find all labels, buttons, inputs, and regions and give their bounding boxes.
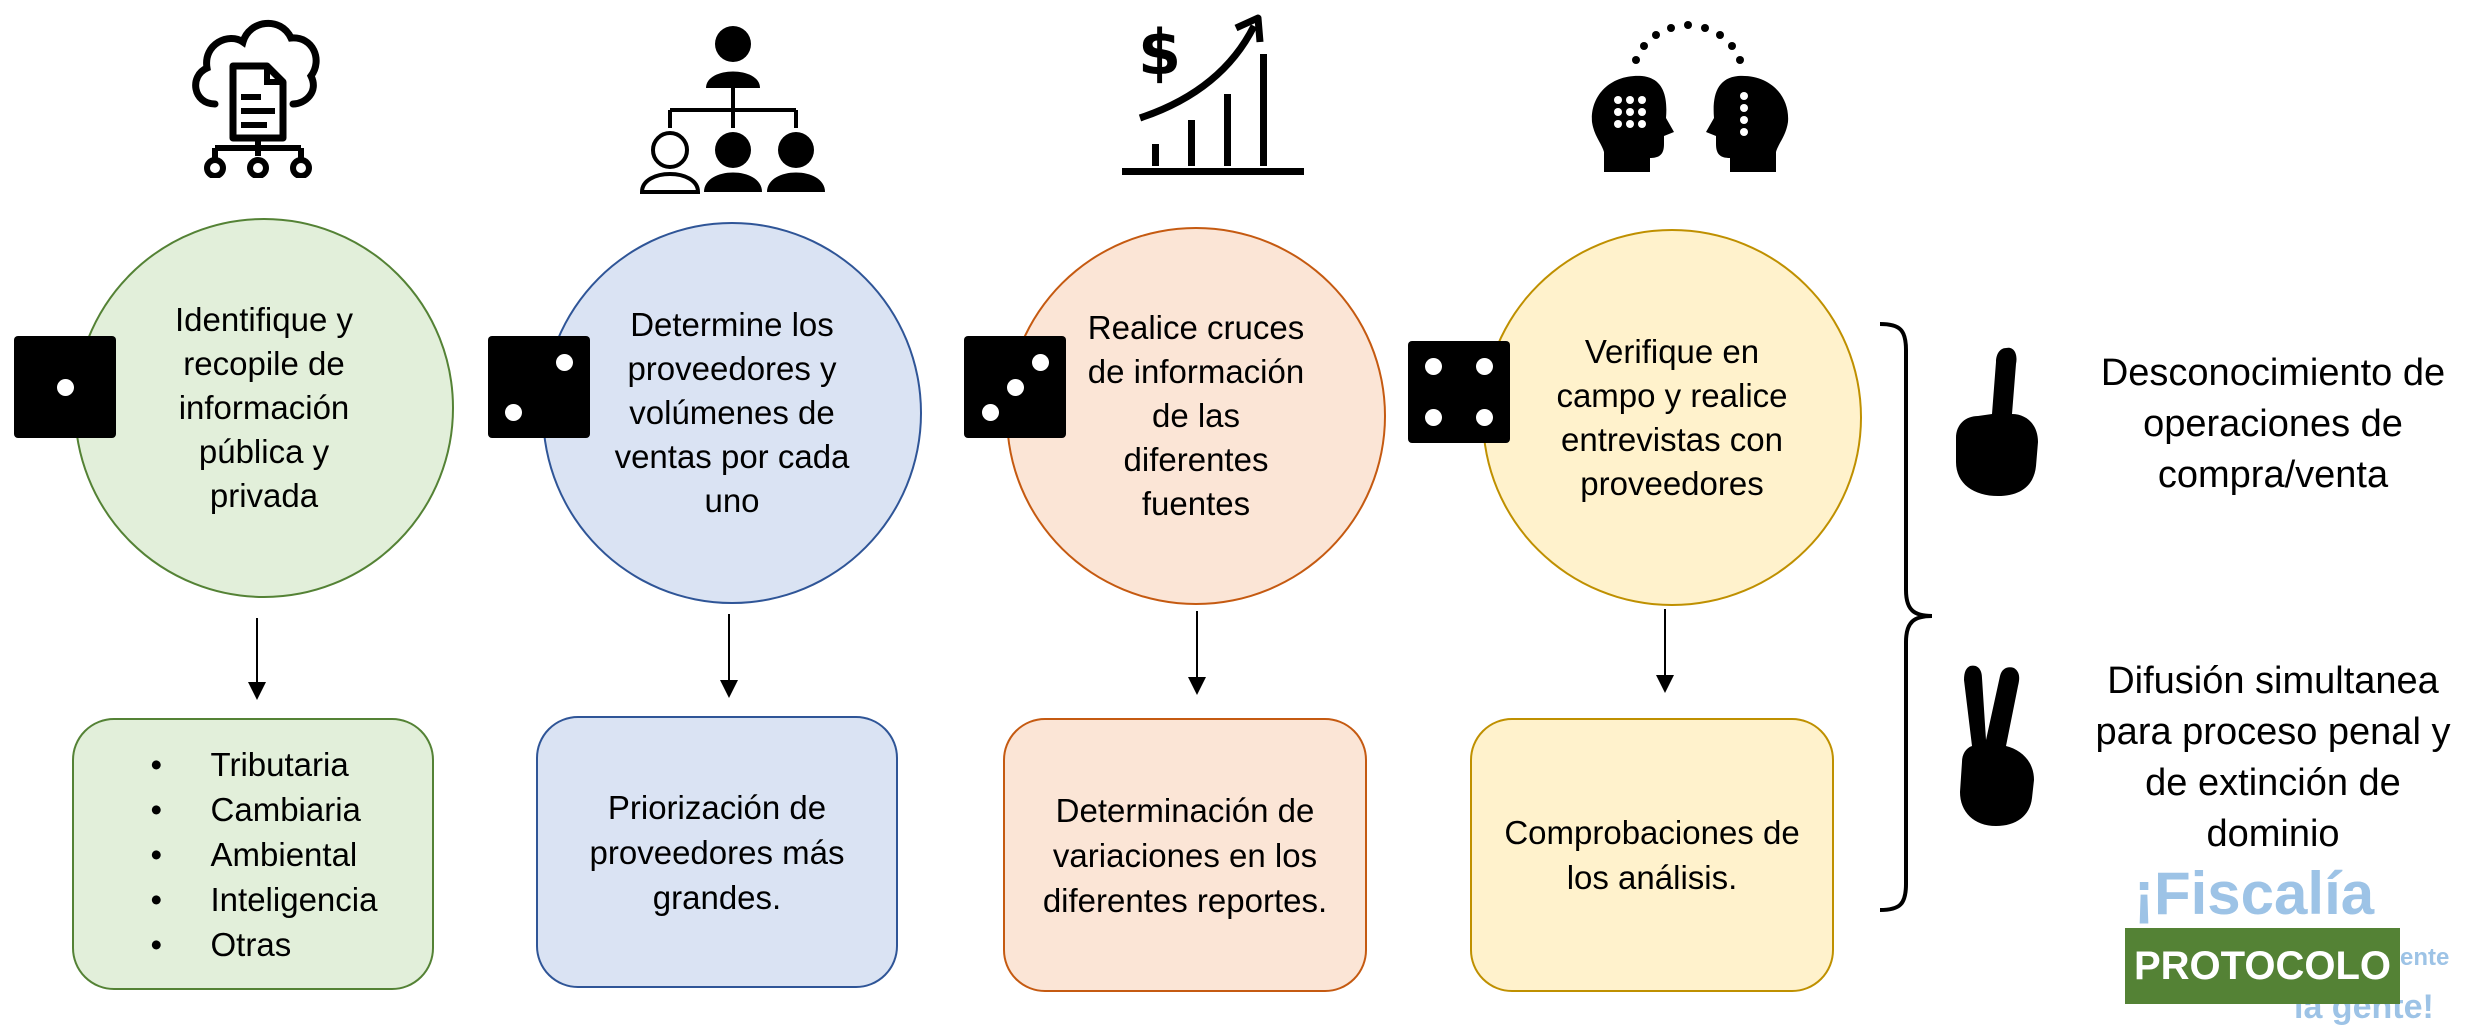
list-item: Cambiaria — [129, 787, 378, 832]
result-box-4-text: Comprobaciones de los análisis. — [1504, 814, 1800, 896]
two-heads-thinking-icon — [1588, 18, 1792, 174]
result-box-4: Comprobaciones de los análisis. — [1470, 718, 1834, 992]
die-three-icon — [964, 336, 1066, 438]
step-3-text: Realice cruces de información de las dif… — [1087, 309, 1305, 522]
arrow-step-2 — [720, 614, 738, 698]
step-2-circle: Determine los proveedores y volúmenes de… — [542, 222, 922, 604]
outcome-2-text: Difusión simultanea para proceso penal y… — [2095, 660, 2451, 855]
outcome-1-text: Desconocimiento de operaciones de compra… — [2100, 352, 2446, 496]
protocolo-badge: PROTOCOLO — [2125, 928, 2400, 1004]
list-item: Tributaria — [129, 742, 378, 787]
die-two-icon — [488, 336, 590, 438]
svg-text:$: $ — [1138, 16, 1181, 89]
arrow-step-3 — [1188, 611, 1206, 695]
step-4-circle: Verifique en campo y realice entrevistas… — [1482, 229, 1862, 606]
list-item: Ambiental — [129, 832, 378, 877]
result-box-2: Priorización de proveedores más grandes. — [536, 716, 898, 988]
one-finger-hand-icon — [1950, 342, 2044, 498]
step-1-text: Identifique y recopile de información pú… — [175, 301, 353, 514]
step-1-circle: Identifique y recopile de información pú… — [74, 218, 454, 598]
fiscalia-watermark: ¡Fiscalía — [2134, 860, 2375, 927]
cloud-document-network-icon — [185, 8, 325, 178]
organization-chart-icon — [638, 20, 828, 195]
step-3-circle: Realice cruces de información de las dif… — [1006, 227, 1386, 605]
right-curly-brace — [1870, 320, 1950, 914]
result-box-2-text: Priorización de proveedores más grandes. — [589, 788, 845, 916]
list-item: Otras — [129, 922, 378, 967]
result-box-3: Determinación de variaciones en los dife… — [1003, 718, 1367, 992]
protocolo-badge-label: PROTOCOLO — [2133, 943, 2392, 988]
info-sources-list: Tributaria Cambiaria Ambiental Inteligen… — [129, 742, 378, 967]
step-4-text: Verifique en campo y realice entrevistas… — [1556, 332, 1788, 502]
watermark-tagline-partial: ente — [2400, 944, 2450, 971]
result-box-3-text: Determinación de variaciones en los dife… — [1042, 791, 1328, 919]
growth-chart-dollar-icon: $ — [1118, 10, 1308, 180]
step-2-text: Determine los proveedores y volúmenes de… — [614, 306, 850, 519]
arrow-step-4 — [1656, 609, 1674, 693]
list-item: Inteligencia — [129, 877, 378, 922]
die-one-icon — [14, 336, 116, 438]
die-four-icon — [1408, 341, 1510, 443]
result-box-1: Tributaria Cambiaria Ambiental Inteligen… — [72, 718, 434, 990]
arrow-step-1 — [248, 618, 266, 700]
two-fingers-hand-icon — [1956, 662, 2040, 828]
